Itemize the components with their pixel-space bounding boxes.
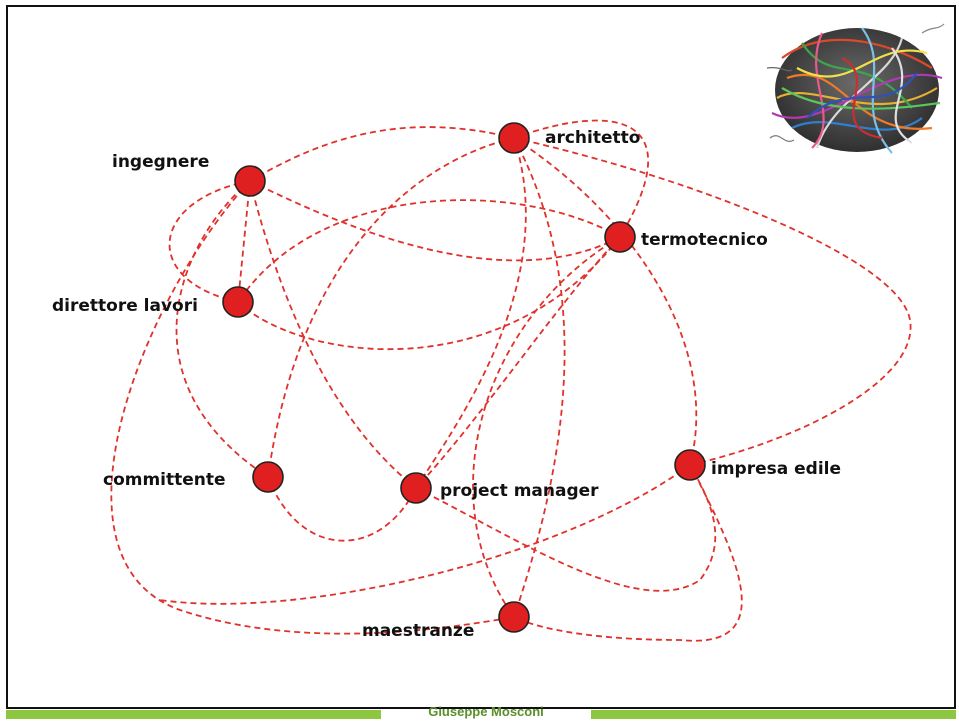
node-ingegnere [234,165,266,197]
edge-ingegnere-maestranze-loop [110,180,515,635]
node-committente [252,461,284,493]
edge-direttore-ingegnere-loop [168,180,251,303]
label-committente: committente [103,470,226,490]
edge-ingegnere-direttore [237,180,251,303]
edge-termotecnico-direttore [237,199,621,303]
node-architetto [498,122,530,154]
edge-pm-impresa [415,464,717,592]
label-termotecnico: termotecnico [641,230,768,250]
edge-committente-pm [267,476,417,542]
edge-impresa-ingegnere-long [159,464,691,605]
edge-ingegnere-architetto [249,126,515,182]
edge-architetto-committente [267,137,515,478]
label-maestranze: maestranze [362,621,474,641]
edge-ingegnere-committente-loop [175,180,269,478]
node-impresa [674,449,706,481]
tangled-wires-image [766,23,945,154]
node-maestranze [498,601,530,633]
label-direttore-lavori: direttore lavori [52,296,198,316]
node-termotecnico [604,221,636,253]
edge-architetto-impresa-loop [513,137,912,466]
node-direttore [222,286,254,318]
label-ingegnere: ingegnere [112,152,209,172]
edge-architetto-maestranze [513,137,566,618]
edge-termotecnico-pm [415,236,621,489]
footer-bar-left [6,710,381,719]
label-project-manager: project manager [440,481,599,501]
footer-author: Giuseppe Mosconi [428,704,544,719]
node-pm [400,472,432,504]
edge-ingegnere-termotecnico [249,180,621,262]
edge-termotecnico-maestranze [472,236,621,618]
footer-bar-right [591,710,956,719]
label-architetto: architetto [545,128,640,148]
edge-impresa-maestranze [513,464,743,642]
edge-direttore-pm [237,236,621,351]
label-impresa-edile: impresa edile [711,459,841,479]
edge-architetto-impresa-2 [513,137,698,466]
edge-architetto-pm [415,137,527,489]
edge-architetto-termotecnico-loop [513,119,650,238]
edge-ingegnere-pm [249,180,417,489]
